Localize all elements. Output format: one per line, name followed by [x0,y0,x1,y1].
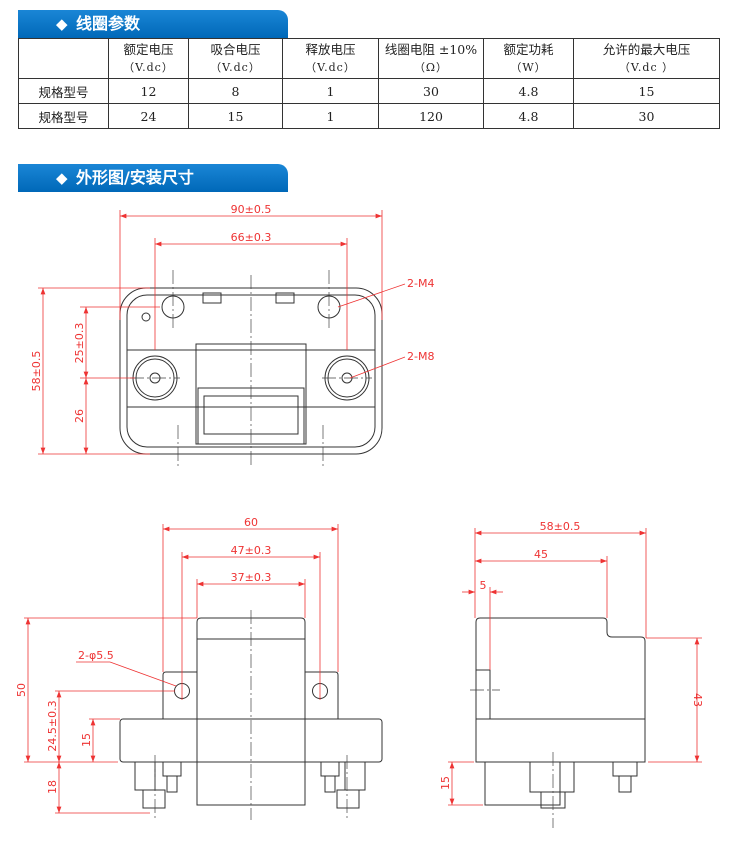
header-cell: 线圈电阻 ±10%（Ω） [378,38,484,79]
dim-label: 50 [15,683,28,697]
side-view-drawing: 58±0.5 45 5 43 15 [439,520,704,828]
dim-label: 25±0.3 [73,323,86,364]
dim-label: 5 [480,579,487,592]
callout-label: 2-φ5.5 [78,649,114,662]
section-header-coil: ◆线圈参数 [18,10,288,38]
coil-parameter-table: 额定电压（V.dc） 吸合电压（V.dc） 释放电压（V.dc） 线圈电阻 ±1… [18,38,720,129]
dim-label: 26 [73,409,86,423]
dim-label: 45 [534,548,548,561]
diamond-icon: ◆ [56,169,68,187]
dim-label: 60 [244,516,258,529]
dim-label: 37±0.3 [231,571,272,584]
dim-label: 18 [46,780,59,794]
dim-label: 90±0.5 [231,203,272,216]
dim-label: 43 [691,693,704,707]
dim-label: 66±0.3 [231,231,272,244]
dim-label: 47±0.3 [231,544,272,557]
header-cell: 释放电压（V.dc） [282,38,379,79]
table-header-row: 额定电压（V.dc） 吸合电压（V.dc） 释放电压（V.dc） 线圈电阻 ±1… [18,38,720,79]
dim-label: 58±0.5 [540,520,581,533]
callout-label: 2-M4 [407,277,434,290]
callout-label: 2-M8 [407,350,434,363]
diamond-icon: ◆ [56,15,68,33]
dim-label: 15 [80,733,93,747]
front-view-drawing: 60 47±0.3 37±0.3 50 24.5±0.3 15 18 2-φ5.… [15,516,383,820]
dim-label: 15 [439,776,452,790]
top-view-drawing: 90±0.5 66±0.3 58±0.5 25±0.3 26 2-M4 2-M8 [30,203,434,466]
dim-label: 24.5±0.3 [46,700,59,751]
header-cell: 允许的最大电压（V.dc ） [573,38,720,79]
section-header-outline: ◆外形图/安装尺寸 [18,164,288,192]
dim-label: 58±0.5 [30,351,43,392]
